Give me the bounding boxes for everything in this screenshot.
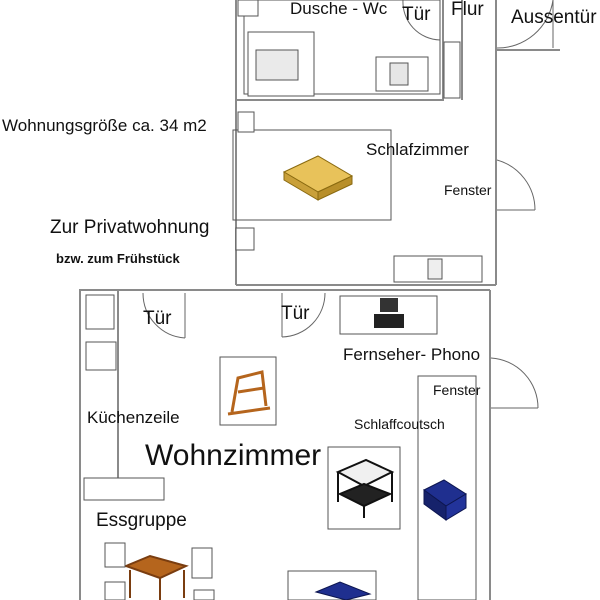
walls [79, 0, 560, 600]
bathroom-inner-frame [243, 0, 441, 95]
bed-icon [282, 155, 354, 201]
label-door-living-mid: Tür [281, 303, 310, 324]
door-arc-bathroom [402, 0, 441, 41]
wardrobe-door [427, 258, 443, 280]
label-dining-group: Essgruppe [96, 510, 187, 531]
armchair-icon [227, 370, 271, 416]
door-arc-exterior [496, 0, 554, 49]
hall-cabinet [443, 41, 461, 99]
shower-tray-inner [255, 49, 299, 81]
chair-bottom-right [193, 589, 215, 600]
label-bathroom: Dusche - Wc [290, 0, 388, 18]
bedroom-frame [232, 129, 392, 221]
chair-left [104, 542, 126, 568]
door-arc-living-mid [281, 292, 326, 338]
window-arc-bedroom [496, 159, 536, 211]
label-apartment-size: Wohnungsgröße ca. 34 m2 [2, 116, 207, 135]
label-door-top: Tür [402, 4, 431, 25]
chair-bottom-left [104, 581, 126, 600]
label-private-access: Zur Privatwohnung [50, 217, 210, 238]
bottom-sofa-icon [314, 581, 372, 600]
kitchen-counter [83, 477, 165, 501]
wc-bowl [389, 62, 409, 86]
dining-table-icon [123, 554, 189, 600]
label-window-bedroom: Fenster [444, 182, 492, 198]
label-window-living: Fenster [433, 382, 481, 398]
dining-chairs [104, 542, 215, 600]
label-sofa-bed: Schlaffcoutsch [354, 416, 445, 432]
coffee-table-icon [335, 458, 395, 518]
kitchen-cabinet-top [85, 294, 115, 330]
label-breakfast-access: bzw. zum Frühstück [56, 251, 180, 266]
sofa-icon [423, 479, 467, 521]
chair-right [191, 547, 213, 579]
kitchen-sink [85, 341, 117, 371]
top-corner-item [237, 0, 259, 17]
small-stool-bottom [235, 227, 255, 251]
window-arc-living [490, 357, 539, 409]
label-living-room: Wohnzimmer [145, 439, 322, 472]
label-bedroom: Schlafzimmer [366, 140, 469, 159]
label-door-living-left: Tür [143, 308, 172, 329]
label-kitchenette: Küchenzeile [87, 408, 180, 427]
small-stool-top [237, 111, 255, 133]
label-hall: Flur [451, 0, 484, 20]
tv-icon [374, 298, 404, 328]
sofa-zone [417, 375, 477, 600]
label-tv-area: Fernseher- Phono [343, 345, 481, 364]
door-arc-living-left [142, 292, 186, 339]
label-exterior-door: Aussentür [511, 7, 597, 28]
